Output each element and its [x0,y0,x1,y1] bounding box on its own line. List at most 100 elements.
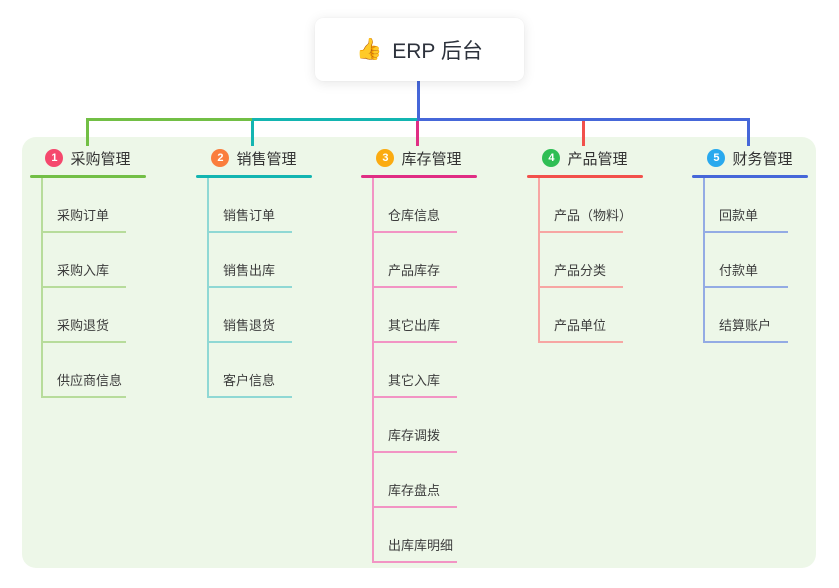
branch-number-badge: 3 [376,149,395,167]
child-connector-line [207,286,292,288]
child-topic-label: 采购订单 [57,208,110,223]
child-topic-label: 销售出库 [223,263,276,278]
connector-drop-inventory [416,118,419,146]
branch-vertical-line [538,178,540,343]
branch-children: 产品（物料） 产品分类产品单位 [538,178,677,343]
child-connector-line [372,451,457,453]
child-topic[interactable]: 产品分类 [538,233,677,288]
branch-header[interactable]: 4 产品管理 [527,146,643,170]
child-topic[interactable]: 采购退货 [41,288,180,343]
branch-number-badge: 2 [211,149,230,167]
branch-label: 销售管理 [236,150,297,168]
child-connector-line [372,396,457,398]
root-connector-line [417,81,420,118]
branch-vertical-line [372,178,374,563]
root-title: ERP 后台 [392,39,483,63]
child-topic-label: 其它出库 [388,318,441,333]
child-topic-label: 产品分类 [554,263,607,278]
child-connector-line [372,561,457,563]
root-node[interactable]: 👍 ERP 后台 [315,18,524,81]
branch-underline [361,175,477,178]
child-topic-label: 其它入库 [388,373,441,388]
child-topic-label: 销售订单 [223,208,276,223]
child-topic[interactable]: 其它入库 [372,343,511,398]
branch-children: 销售订单销售出库销售退货客户信息 [207,178,346,398]
child-connector-line [538,231,623,233]
child-topic-label: 供应商信息 [57,373,123,388]
branch-underline [527,175,643,178]
connector-drop-finance [747,118,750,146]
branch-children: 采购订单采购入库采购退货供应商信息 [41,178,180,398]
branch-header[interactable]: 2 销售管理 [196,146,312,170]
child-connector-line [703,286,788,288]
connector-drop-sales [251,118,254,146]
child-topic[interactable]: 采购入库 [41,233,180,288]
child-topic-label: 结算账户 [719,318,772,333]
branch-label: 产品管理 [567,150,628,168]
connector-drop-product [582,118,585,146]
child-topic[interactable]: 仓库信息 [372,178,511,233]
child-connector-line [41,341,126,343]
child-topic-label: 库存调拨 [388,428,441,443]
child-topic[interactable]: 供应商信息 [41,343,180,398]
child-topic[interactable]: 回款单 [703,178,839,233]
child-topic-label: 采购入库 [57,263,110,278]
branch-header[interactable]: 1 采购管理 [30,146,146,170]
child-topic-label: 库存盘点 [388,483,441,498]
child-topic[interactable]: 付款单 [703,233,839,288]
branch-vertical-line [41,178,43,398]
branch-label: 采购管理 [70,150,131,168]
branch-underline [30,175,146,178]
branch-vertical-line [703,178,705,343]
child-connector-line [372,286,457,288]
child-topic-label: 客户信息 [223,373,276,388]
child-topic-label: 产品单位 [554,318,607,333]
child-topic[interactable]: 其它出库 [372,288,511,343]
connector-horizontal-left-teal [252,118,418,121]
child-topic-label: 销售退货 [223,318,276,333]
child-connector-line [41,396,126,398]
child-connector-line [207,396,292,398]
branch-label: 库存管理 [401,150,462,168]
child-topic[interactable]: 产品库存 [372,233,511,288]
branch-children: 回款单付款单结算账户 [703,178,839,343]
child-topic-label: 采购退货 [57,318,110,333]
connector-drop-purchase [86,118,89,146]
child-connector-line [41,231,126,233]
child-topic[interactable]: 库存盘点 [372,453,511,508]
child-topic[interactable]: 销售退货 [207,288,346,343]
child-topic[interactable]: 销售出库 [207,233,346,288]
branch-underline [196,175,312,178]
child-connector-line [372,231,457,233]
branch-children: 仓库信息产品库存其它出库其它入库库存调拨库存盘点出库库明细 [372,178,511,563]
branch-number-badge: 5 [707,149,726,167]
branches-panel [22,137,816,568]
branch-header[interactable]: 5 财务管理 [692,146,808,170]
child-topic[interactable]: 结算账户 [703,288,839,343]
child-connector-line [703,231,788,233]
child-topic[interactable]: 客户信息 [207,343,346,398]
child-connector-line [372,506,457,508]
child-topic-label: 付款单 [719,263,759,278]
child-connector-line [372,341,457,343]
child-connector-line [207,231,292,233]
child-topic[interactable]: 产品（物料） [538,178,677,233]
child-connector-line [207,341,292,343]
child-topic[interactable]: 出库库明细 [372,508,511,563]
child-topic[interactable]: 产品单位 [538,288,677,343]
child-topic-label: 产品（物料） [554,208,633,223]
child-connector-line [41,286,126,288]
child-topic-label: 仓库信息 [388,208,441,223]
thumbs-up-icon: 👍 [356,38,383,61]
child-connector-line [538,286,623,288]
child-topic[interactable]: 库存调拨 [372,398,511,453]
child-connector-line [538,341,623,343]
connector-horizontal-left-green [87,118,253,121]
branch-label: 财务管理 [732,150,793,168]
branch-header[interactable]: 3 库存管理 [361,146,477,170]
connector-horizontal-right-blue [417,118,749,121]
child-topic-label: 出库库明细 [388,538,454,553]
child-topic[interactable]: 采购订单 [41,178,180,233]
child-topic[interactable]: 销售订单 [207,178,346,233]
